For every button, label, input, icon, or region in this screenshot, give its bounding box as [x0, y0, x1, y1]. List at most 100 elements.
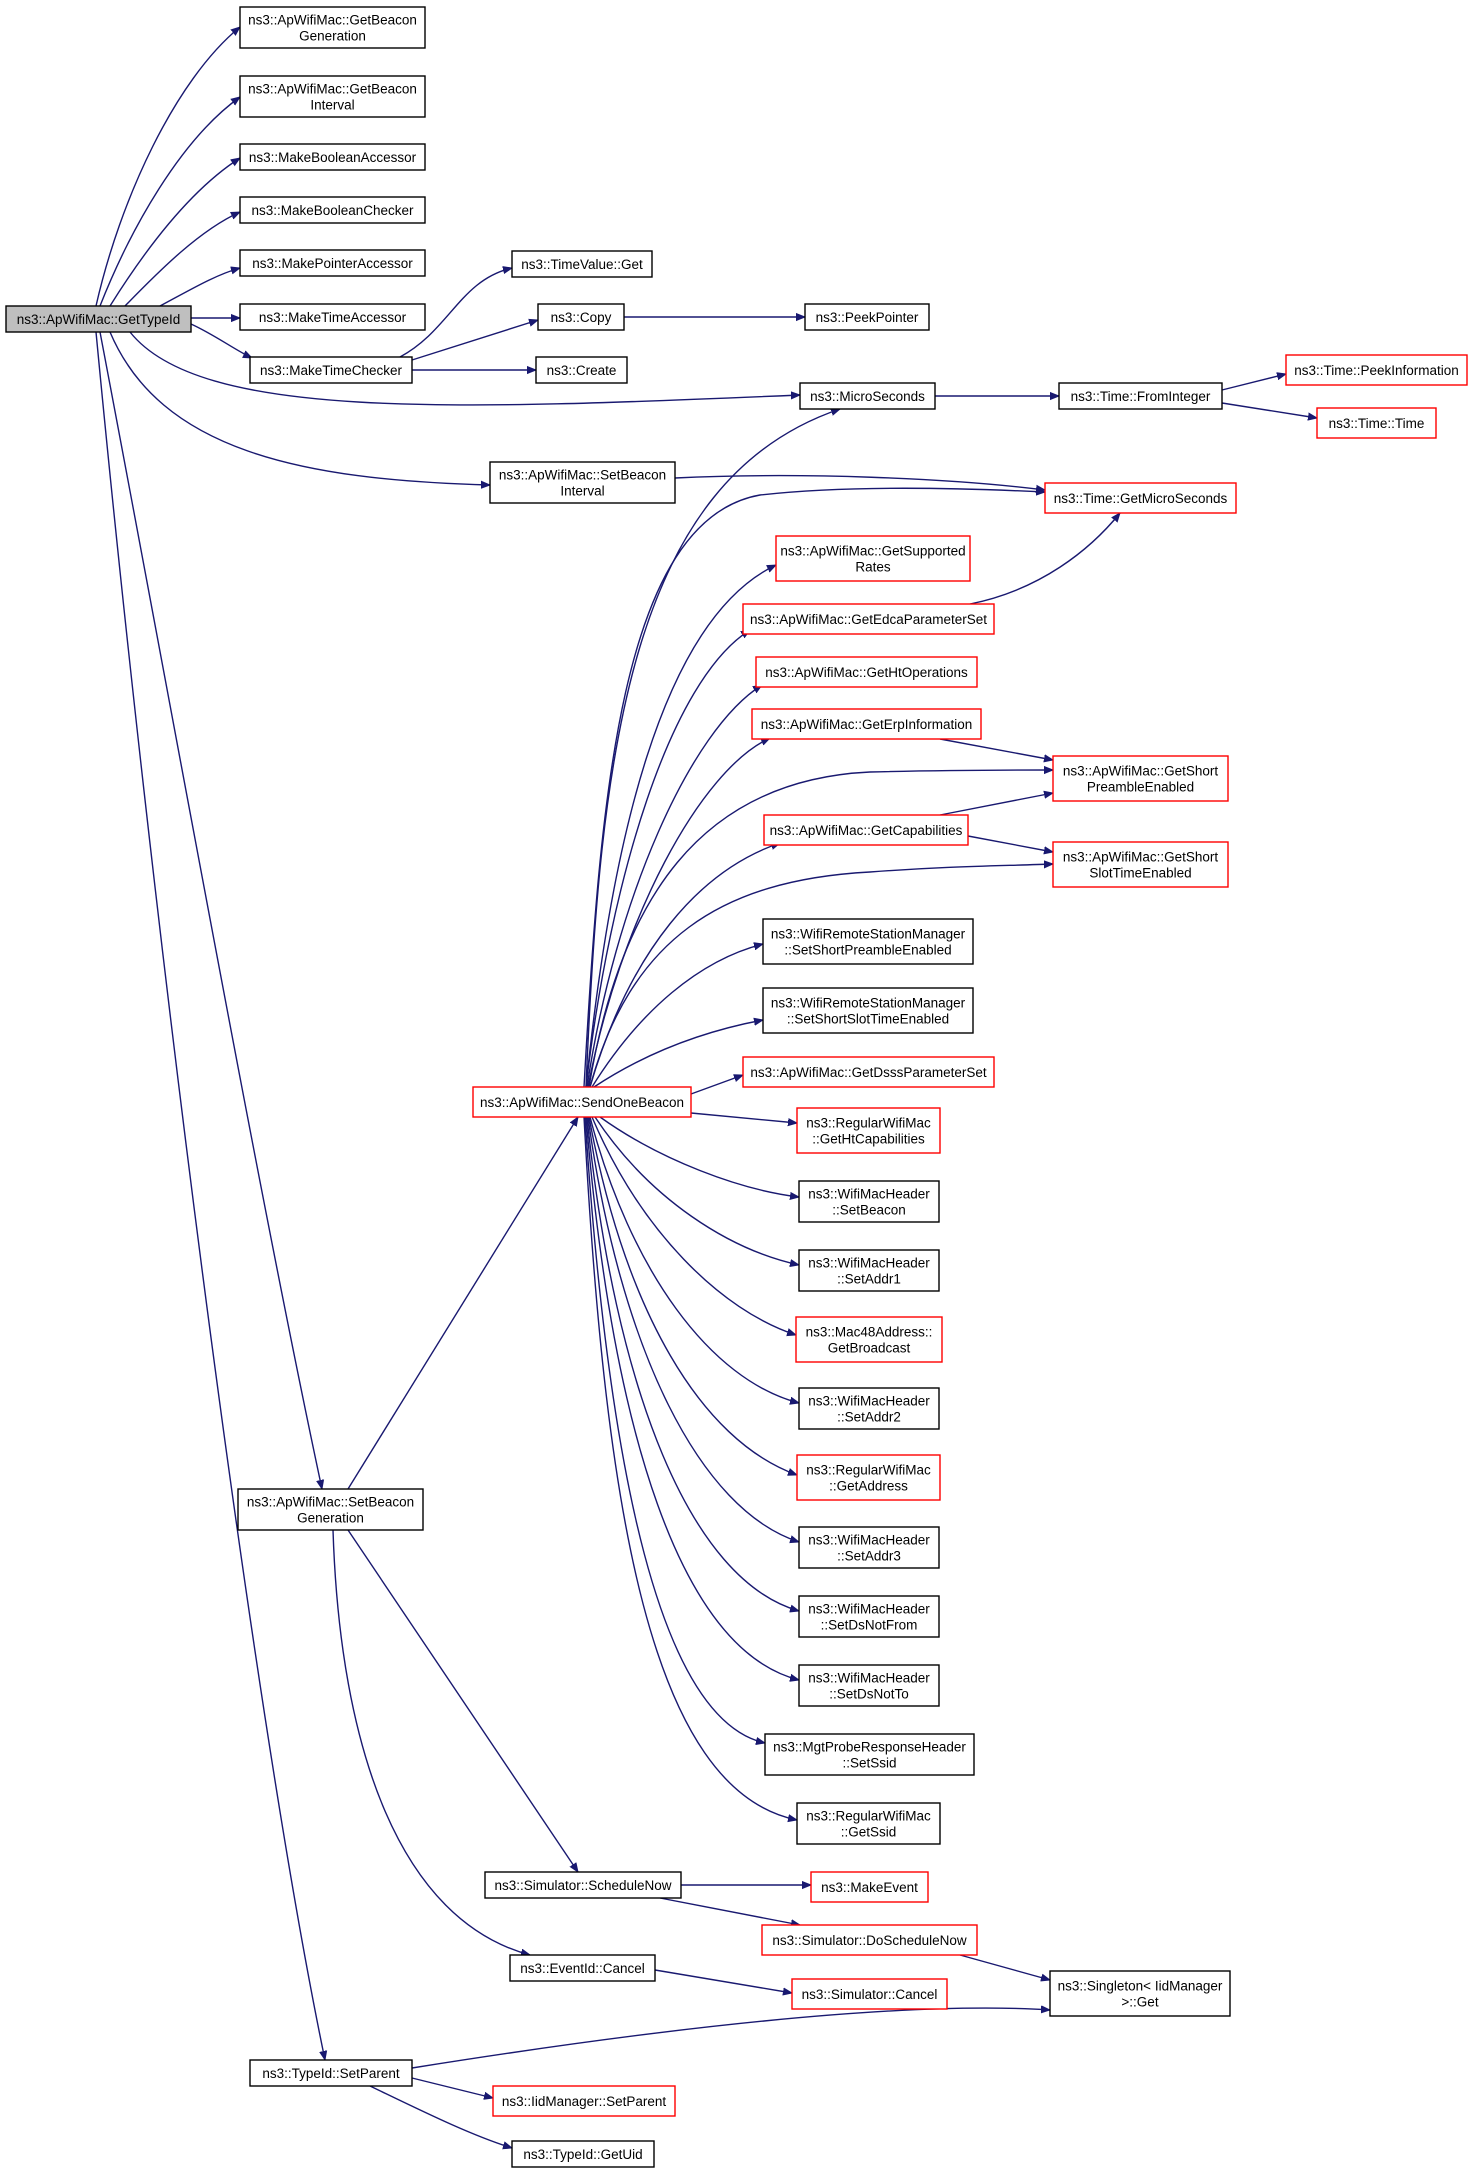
node-doschedulenow[interactable]: ns3::Simulator::DoScheduleNow	[761, 1924, 978, 1956]
node-getmicroseconds[interactable]: ns3::Time::GetMicroSeconds	[1044, 482, 1237, 514]
node-box	[791, 1978, 948, 2010]
node-box	[472, 1086, 692, 1118]
edge-sendonebeacon-to-setaddr3	[587, 1116, 799, 1542]
node-label: ns3::WifiMacHeader	[808, 1256, 930, 1271]
node-microseconds[interactable]: ns3::MicroSeconds	[799, 382, 936, 410]
node-label: ns3::ApWifiMac::GetBeacon	[248, 82, 417, 97]
edge-sendonebeacon-to-setaddr2	[589, 1116, 799, 1403]
node-setparent[interactable]: ns3::TypeId::SetParent	[249, 2059, 413, 2087]
node-gettypeid[interactable]: ns3::ApWifiMac::GetTypeId	[5, 305, 192, 333]
node-label: ns3::Simulator::ScheduleNow	[494, 1878, 671, 1893]
node-label: ::SetShortPreambleEnabled	[784, 943, 951, 958]
node-box	[761, 1924, 978, 1956]
node-getdsssparameterset[interactable]: ns3::ApWifiMac::GetDsssParameterSet	[742, 1056, 995, 1088]
node-label: ns3::Time::PeekInformation	[1294, 363, 1459, 378]
node-makepointeraccessor[interactable]: ns3::MakePointerAccessor	[239, 249, 426, 277]
node-iidsetparent[interactable]: ns3::IidManager::SetParent	[492, 2085, 676, 2117]
node-box	[762, 987, 974, 1034]
node-getedcaparameterset[interactable]: ns3::ApWifiMac::GetEdcaParameterSet	[742, 603, 995, 635]
node-box	[239, 6, 426, 49]
node-sendonebeacon[interactable]: ns3::ApWifiMac::SendOneBeacon	[472, 1086, 692, 1118]
edge-gettypeid-to-makebooleanaccessor	[109, 158, 240, 307]
node-gethtcapabilities[interactable]: ns3::RegularWifiMac::GetHtCapabilities	[796, 1107, 941, 1154]
node-box	[1316, 407, 1437, 439]
node-label: GetBroadcast	[828, 1341, 911, 1356]
edge-sendonebeacon-to-getshortslottimeenabled	[589, 864, 1053, 1088]
node-getcapabilities[interactable]: ns3::ApWifiMac::GetCapabilities	[763, 814, 969, 846]
node-setshortslottimeenabled[interactable]: ns3::WifiRemoteStationManager::SetShortS…	[762, 987, 974, 1034]
node-label: ns3::Copy	[551, 310, 612, 325]
node-getbroadcast[interactable]: ns3::Mac48Address::GetBroadcast	[795, 1316, 943, 1363]
node-label: ns3::RegularWifiMac	[806, 1116, 931, 1131]
node-box	[795, 1316, 943, 1363]
edge-doschedulenow-to-singletonget	[959, 1954, 1050, 1980]
node-maketimechecker[interactable]: ns3::MakeTimeChecker	[249, 356, 413, 384]
node-setdsnotto[interactable]: ns3::WifiMacHeader::SetDsNotTo	[798, 1664, 940, 1707]
node-copy[interactable]: ns3::Copy	[537, 303, 625, 331]
edge-setbeaconinterval-to-getmicroseconds	[674, 474, 1045, 490]
node-box	[5, 305, 192, 333]
node-label: ::SetSsid	[842, 1756, 896, 1771]
node-setaddr2[interactable]: ns3::WifiMacHeader::SetAddr2	[798, 1387, 940, 1430]
node-makeevent[interactable]: ns3::MakeEvent	[810, 1871, 929, 1903]
node-create[interactable]: ns3::Create	[535, 356, 628, 384]
node-setaddr3[interactable]: ns3::WifiMacHeader::SetAddr3	[798, 1526, 940, 1569]
node-timetime[interactable]: ns3::Time::Time	[1316, 407, 1437, 439]
node-box	[239, 303, 426, 331]
node-simulatorcancel[interactable]: ns3::Simulator::Cancel	[791, 1978, 948, 2010]
node-makebooleanchecker[interactable]: ns3::MakeBooleanChecker	[239, 196, 426, 224]
node-label: ns3::ApWifiMac::GetErpInformation	[761, 717, 973, 732]
node-getssid[interactable]: ns3::RegularWifiMac::GetSsid	[796, 1802, 941, 1845]
node-label: ns3::RegularWifiMac	[806, 1463, 931, 1478]
node-frominteger[interactable]: ns3::Time::FromInteger	[1058, 382, 1223, 410]
node-gethtoperations[interactable]: ns3::ApWifiMac::GetHtOperations	[755, 656, 978, 688]
node-box	[249, 356, 413, 384]
node-geterpinformation[interactable]: ns3::ApWifiMac::GetErpInformation	[751, 708, 982, 740]
node-peekinformation[interactable]: ns3::Time::PeekInformation	[1285, 354, 1468, 386]
node-label: ns3::WifiMacHeader	[808, 1187, 930, 1202]
edge-sendonebeacon-to-microseconds	[585, 409, 840, 1088]
edge-maketimechecker-to-copy	[411, 320, 538, 361]
node-label: ns3::ApWifiMac::SetBeacon	[499, 468, 666, 483]
edge-sendonebeacon-to-gethtcapabilities	[690, 1112, 797, 1123]
node-setbeacon[interactable]: ns3::WifiMacHeader::SetBeacon	[798, 1180, 940, 1223]
node-timevalueget[interactable]: ns3::TimeValue::Get	[511, 250, 653, 278]
node-eventidcancel[interactable]: ns3::EventId::Cancel	[509, 1954, 656, 1982]
node-singletonget[interactable]: ns3::Singleton< IidManager>::Get	[1049, 1970, 1231, 2017]
node-maketimeaccessor[interactable]: ns3::MakeTimeAccessor	[239, 303, 426, 331]
node-setshortpreambleenabled[interactable]: ns3::WifiRemoteStationManager::SetShortP…	[762, 918, 974, 965]
node-label: ns3::ApWifiMac::GetTypeId	[17, 312, 181, 327]
node-box	[1052, 755, 1229, 802]
edge-sendonebeacon-to-setshortpreambleenabled	[591, 944, 763, 1088]
node-box	[764, 1733, 975, 1776]
edge-setparent-to-getuid	[369, 2085, 512, 2148]
node-getuid[interactable]: ns3::TypeId::GetUid	[511, 2140, 655, 2168]
edge-sendonebeacon-to-getbroadcast	[591, 1116, 796, 1335]
node-label: ns3::MicroSeconds	[810, 389, 925, 404]
node-peekpointer[interactable]: ns3::PeekPointer	[804, 303, 930, 331]
node-label: ::SetAddr2	[837, 1410, 901, 1425]
node-label: >::Get	[1121, 1995, 1158, 2010]
node-box	[798, 1526, 940, 1569]
node-label: ::GetSsid	[841, 1825, 897, 1840]
node-box	[239, 196, 426, 224]
edge-sendonebeacon-to-setdsnotfrom	[586, 1116, 799, 1611]
node-setdsnotfrom[interactable]: ns3::WifiMacHeader::SetDsNotFrom	[798, 1595, 940, 1638]
node-makebooleanaccessor[interactable]: ns3::MakeBooleanAccessor	[239, 143, 426, 171]
node-label: Generation	[299, 29, 366, 44]
nodes-layer: ns3::ApWifiMac::GetTypeIdns3::ApWifiMac:…	[5, 6, 1468, 2168]
node-label: ns3::ApWifiMac::SendOneBeacon	[480, 1095, 684, 1110]
node-schedulenow[interactable]: ns3::Simulator::ScheduleNow	[484, 1871, 682, 1899]
node-label: ns3::Create	[547, 363, 617, 378]
node-getaddress[interactable]: ns3::RegularWifiMac::GetAddress	[796, 1454, 941, 1501]
node-setaddr1[interactable]: ns3::WifiMacHeader::SetAddr1	[798, 1249, 940, 1292]
node-setssid[interactable]: ns3::MgtProbeResponseHeader::SetSsid	[764, 1733, 975, 1776]
